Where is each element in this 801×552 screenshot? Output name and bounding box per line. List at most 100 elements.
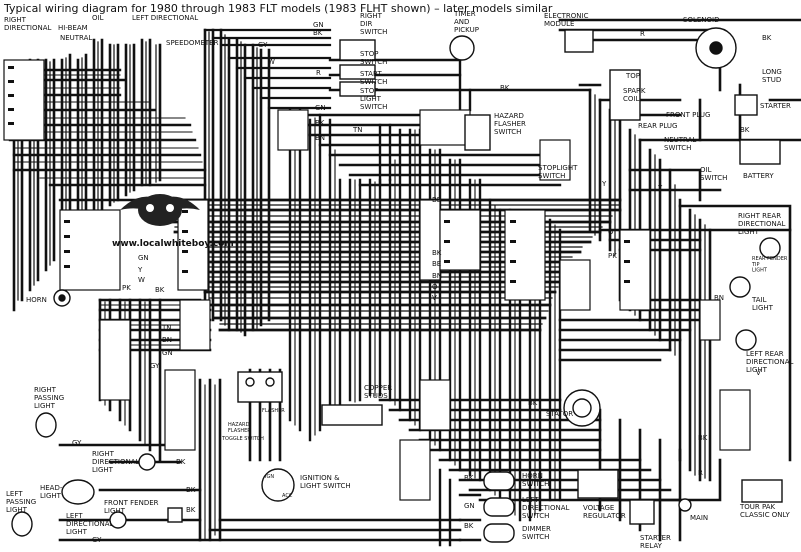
wire-code: Y (137, 266, 143, 274)
left-passing-light-symbol (11, 511, 33, 537)
starter-relay-symbol (629, 499, 655, 525)
label-oil: OIL (92, 14, 104, 22)
label-stator: STATOR (546, 410, 573, 418)
label-solenoid: SOLENOID (683, 16, 719, 24)
wire-code: R (316, 69, 321, 77)
label-toggle-switch: TOGGLE SWITCH (221, 436, 264, 442)
left-directional-light-symbol (109, 511, 127, 529)
dimmer-switch-symbol (483, 523, 515, 543)
left-rear-directional-symbol (735, 329, 757, 351)
start-switch-symbol (339, 81, 376, 97)
label-main: MAIN (690, 514, 708, 522)
wire-code: BK (464, 522, 474, 530)
label-head-light: HEAD-LIGHT (40, 484, 63, 500)
label-speedometer: SPEEDOMETER (166, 39, 219, 47)
label-neutral: NEUTRAL (60, 34, 92, 42)
stop-switch-symbol (339, 64, 376, 80)
wire-code: BK (186, 486, 196, 494)
right-passing-light-symbol (35, 412, 57, 438)
label-left-directional-top: LEFT DIRECTIONAL (132, 14, 198, 22)
label-starter: STARTER (760, 102, 791, 110)
diagram-title: Typical wiring diagram for 1980 through … (3, 2, 553, 15)
label-top: TOP (625, 72, 640, 80)
label-front-plug: FRONT PLUG (666, 111, 710, 119)
timer-pickup-symbol (449, 35, 475, 61)
wire-code: O (608, 228, 614, 236)
wire-code: TN (161, 324, 172, 332)
wire-code: V (432, 294, 437, 302)
components (11, 27, 783, 543)
wire-code: O (432, 283, 438, 291)
left-dir-switch-symbol (483, 497, 515, 517)
label-ignition-light-switch: IGNITION &LIGHT SWITCH (300, 474, 351, 490)
wire-code: GY (72, 439, 82, 447)
wire-code: GY (258, 41, 268, 49)
wire-code: W (138, 276, 145, 284)
spark-coil-symbol (609, 69, 641, 121)
wire-code: W (268, 58, 275, 66)
starter-symbol (734, 94, 758, 116)
wire-code: TN (352, 126, 363, 134)
label-rear-plug: REAR PLUG (638, 122, 677, 130)
label-horn: HORN (26, 296, 47, 304)
label-battery: BATTERY (743, 172, 774, 180)
skull-logo (120, 194, 200, 226)
wire-code: BK (155, 286, 165, 294)
wire-code: GY (150, 362, 160, 370)
wire-code: BK (698, 434, 708, 442)
voltage-regulator-symbol (577, 469, 619, 499)
wire-code: GN (464, 502, 475, 510)
label-hi-beam: HI-BEAM (58, 24, 88, 32)
wire-code: BN (714, 294, 724, 302)
wire-code: GN (138, 254, 149, 262)
main-breaker-symbol (678, 498, 692, 512)
label-ign: IGN (265, 474, 274, 480)
connector-pins (8, 66, 630, 283)
front-fender-light-symbol (167, 507, 183, 523)
wire-code: BK (464, 474, 474, 482)
wire-code: BK (500, 84, 510, 92)
wire-code: Y (601, 180, 607, 188)
watermark-text: www.localwhiteboy.com (112, 239, 234, 249)
ignition-switch-symbol (261, 468, 295, 502)
wire-code: BE (432, 260, 441, 268)
wire-code: V (756, 369, 761, 377)
electronic-module-symbol (564, 29, 594, 53)
flasher-symbol (237, 371, 283, 403)
wire-code: BK (528, 399, 538, 407)
wire-color-codes: GN BK GY W R GN BK BN TN BE BK BE BN O V… (72, 21, 772, 544)
wire-code: R (640, 30, 645, 38)
wire-code: GY (92, 536, 102, 544)
right-rear-directional-symbol (759, 237, 781, 259)
wire-code: GN (313, 21, 324, 29)
wire-code: BN (315, 134, 325, 142)
wire-code: BK (186, 506, 196, 514)
hazard-flasher-switch-symbol (464, 114, 491, 151)
stator-symbol (563, 389, 601, 427)
